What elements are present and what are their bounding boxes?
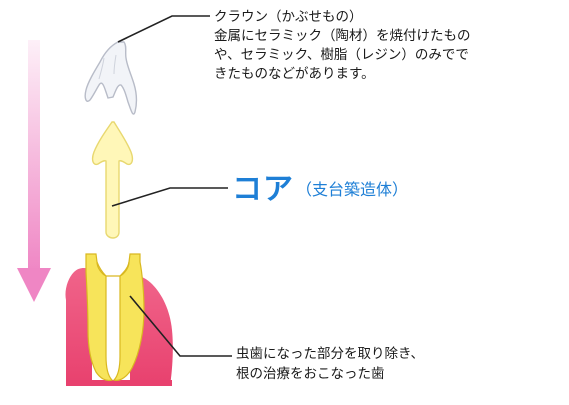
crown-title: クラウン（かぶせもの）	[214, 9, 363, 25]
core-title: コア	[232, 172, 294, 207]
tooth-leader-line	[129, 295, 232, 357]
core-label: コア（支台築造体）	[232, 164, 408, 208]
core-leader-line	[111, 187, 228, 207]
crown-description: クラウン（かぶせもの） 金属にセラミック（陶材）を焼付けたもの や、セラミック、…	[214, 8, 471, 84]
core-shape	[91, 121, 134, 239]
crown-shape	[84, 41, 138, 115]
down-arrow-icon	[17, 40, 51, 302]
core-subtitle: （支台築造体）	[296, 180, 409, 199]
crown-desc-line-3: きたものなどがあります。	[214, 66, 375, 82]
crown-desc-line-2: や、セラミック、樹脂（レジン）のみでで	[214, 47, 469, 63]
root-shape	[85, 253, 145, 382]
tooth-description: 虫歯になった部分を取り除き、 根の治療をおこなった歯	[236, 344, 424, 384]
crown-desc-line-1: 金属にセラミック（陶材）を焼付けたもの	[214, 28, 471, 44]
gum-shape	[65, 268, 173, 386]
tooth-desc-line-2: 根の治療をおこなった歯	[236, 366, 385, 382]
crown-leader-line	[117, 15, 210, 43]
tooth-desc-line-1: 虫歯になった部分を取り除き、	[236, 346, 425, 362]
